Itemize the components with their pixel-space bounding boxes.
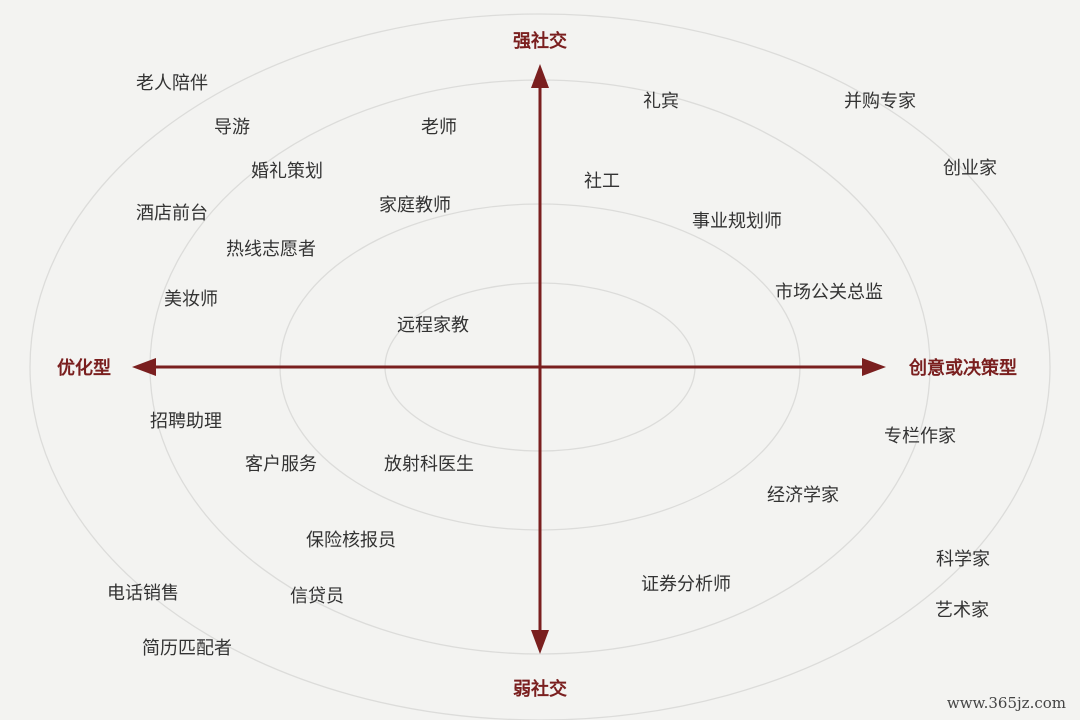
job-label: 信贷员 (290, 586, 344, 607)
job-label: 婚礼策划 (251, 161, 323, 182)
arrow-right-icon (862, 358, 886, 376)
job-label: 并购专家 (844, 91, 916, 112)
job-label: 科学家 (936, 549, 990, 570)
job-label: 家庭教师 (379, 195, 451, 216)
axis-label-left: 优化型 (57, 358, 111, 379)
job-label: 客户服务 (245, 454, 317, 475)
job-label: 证券分析师 (641, 574, 731, 595)
job-label: 放射科医生 (384, 454, 474, 475)
axis-label-top: 强社交 (513, 31, 567, 52)
job-label: 远程家教 (397, 315, 469, 336)
job-label: 导游 (214, 117, 250, 138)
job-label: 招聘助理 (150, 411, 222, 432)
arrow-up-icon (531, 64, 549, 88)
job-label: 保险核报员 (306, 530, 396, 551)
axis-label-bottom: 弱社交 (513, 679, 567, 700)
job-label: 社工 (584, 171, 620, 192)
job-label: 简历匹配者 (142, 638, 232, 659)
axis-label-right: 创意或决策型 (909, 358, 1017, 379)
job-label: 老人陪伴 (136, 73, 208, 94)
arrow-left-icon (132, 358, 156, 376)
arrow-down-icon (531, 630, 549, 654)
ring-4 (29, 13, 1051, 720)
job-label: 电话销售 (107, 583, 179, 604)
job-label: 专栏作家 (884, 426, 956, 447)
job-label: 老师 (421, 117, 457, 138)
job-label: 艺术家 (935, 600, 989, 621)
job-label: 事业规划师 (692, 211, 782, 232)
job-label: 热线志愿者 (226, 239, 316, 260)
job-label: 经济学家 (767, 485, 839, 506)
job-label: 礼宾 (643, 91, 679, 112)
job-label: 创业家 (943, 158, 997, 179)
watermark: www.365jz.com (946, 694, 1066, 712)
job-label: 酒店前台 (136, 203, 208, 224)
job-label: 市场公关总监 (775, 282, 883, 303)
job-label: 美妆师 (164, 289, 218, 310)
